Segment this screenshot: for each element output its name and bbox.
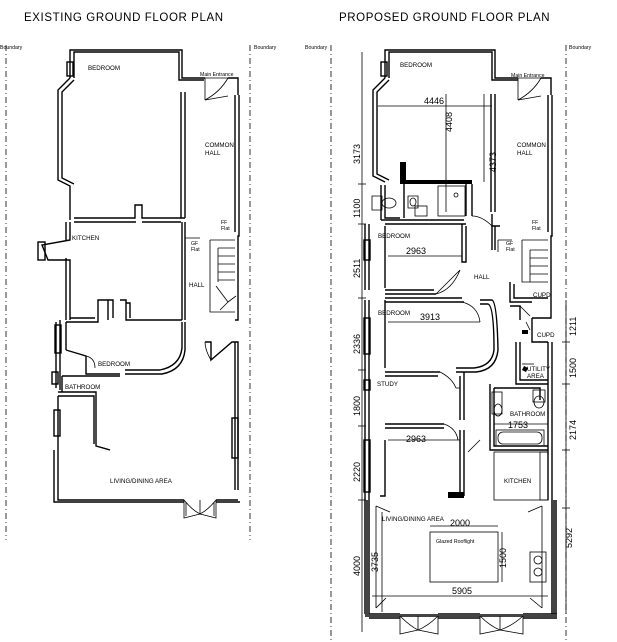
dim-2963-b: 2963 — [406, 434, 426, 444]
proposed-cupd2-label: CUPD — [537, 332, 555, 339]
dim-2174: 2174 — [568, 420, 578, 440]
boundary-label-4: Boundary — [569, 45, 592, 51]
proposed-plan-title: PROPOSED GROUND FLOOR PLAN — [339, 12, 550, 24]
proposed-stair — [529, 249, 548, 282]
proposed-kitchen-label: KITCHEN — [504, 478, 531, 485]
boundary-lines — [5, 45, 567, 640]
dim-2963-a: 2963 — [406, 246, 426, 256]
dim-3735: 3735 — [370, 552, 380, 572]
existing-plan — [37, 49, 240, 519]
dim-3913: 3913 — [420, 312, 440, 322]
proposed-gf-flat-label-2: Flat — [506, 247, 515, 253]
bath-tub — [495, 429, 545, 447]
existing-french-doors — [183, 499, 217, 519]
proposed-bedroom2-label: BEDROOM — [378, 233, 410, 240]
existing-ff-flat-label-1: FF — [221, 220, 227, 226]
dim-2000: 2000 — [450, 518, 470, 528]
proposed-hall-label: HALL — [474, 274, 490, 281]
dim-1800: 1800 — [352, 396, 362, 416]
dim-1500-a: 1500 — [568, 358, 578, 378]
dim-2511: 2511 — [352, 259, 362, 278]
boundary-label-2: Boundary — [254, 45, 277, 51]
proposed-utility-label-2: AREA — [527, 373, 545, 380]
dim-4373: 4373 — [488, 152, 498, 172]
existing-gf-flat-label-1: GF — [191, 241, 198, 247]
proposed-bedroom3-label: BEDROOM — [378, 310, 410, 317]
dim-1211: 1211 — [568, 317, 578, 336]
dim-3173: 3173 — [352, 144, 362, 164]
existing-common-hall-label-2: HALL — [205, 150, 221, 157]
dim-1100: 1100 — [352, 199, 362, 218]
proposed-rooflight-label: Glazed Rooflight — [436, 539, 475, 545]
dim-1500-b: 1500 — [498, 548, 508, 568]
proposed-living-label: LIVING/DINING AREA — [382, 516, 445, 523]
existing-hall-label: HALL — [189, 282, 205, 289]
existing-stair — [215, 247, 237, 311]
proposed-main-entrance-label: Main Entrance — [511, 73, 545, 79]
dim-5905: 5905 — [452, 586, 472, 596]
proposed-gf-flat-label-1: GF — [506, 241, 513, 247]
existing-gf-flat-label-2: Flat — [191, 247, 200, 253]
existing-main-entrance-label: Main Entrance — [200, 72, 234, 78]
dim-2336: 2336 — [352, 334, 362, 354]
existing-kitchen-label: KITCHEN — [72, 235, 99, 242]
proposed-utility-label-1: UTILITY — [527, 366, 550, 373]
dim-4000: 4000 — [352, 556, 362, 576]
proposed-ff-flat-label-1: FF — [532, 220, 538, 226]
proposed-common-hall-label-1: COMMON — [517, 142, 546, 149]
existing-bedroom-label: BEDROOM — [88, 65, 120, 72]
proposed-bathroom-label: BATHROOM — [510, 411, 545, 418]
dim-5292: 5292 — [564, 528, 574, 548]
proposed-study-label: STUDY — [377, 381, 398, 388]
dimension-lines — [358, 52, 570, 632]
dim-4408: 4408 — [444, 112, 454, 132]
existing-living-label: LIVING/DINING AREA — [110, 478, 173, 485]
proposed-ff-flat-label-2: Flat — [532, 226, 541, 232]
proposed-common-hall-label-2: HALL — [517, 150, 533, 157]
existing-bedroom2-label: BEDROOM — [98, 361, 130, 368]
living-extension — [364, 500, 557, 635]
existing-common-hall-label-1: COMMON — [205, 142, 234, 149]
proposed-bedroom-label: BEDROOM — [400, 62, 432, 69]
dim-4446: 4446 — [424, 96, 444, 106]
existing-plan-title: EXISTING GROUND FLOOR PLAN — [24, 12, 224, 24]
dim-2220: 2220 — [352, 462, 362, 482]
proposed-plan — [363, 49, 557, 635]
boundary-label-3: Boundary — [305, 45, 328, 51]
proposed-cupd1-label: CUPD — [533, 292, 551, 299]
ensuite — [371, 162, 473, 220]
existing-bathroom-label: BATHROOM — [65, 384, 100, 391]
boundary-label-1: Boundary — [0, 45, 23, 51]
existing-ff-flat-label-2: Flat — [221, 226, 230, 232]
dim-1753: 1753 — [508, 420, 528, 430]
